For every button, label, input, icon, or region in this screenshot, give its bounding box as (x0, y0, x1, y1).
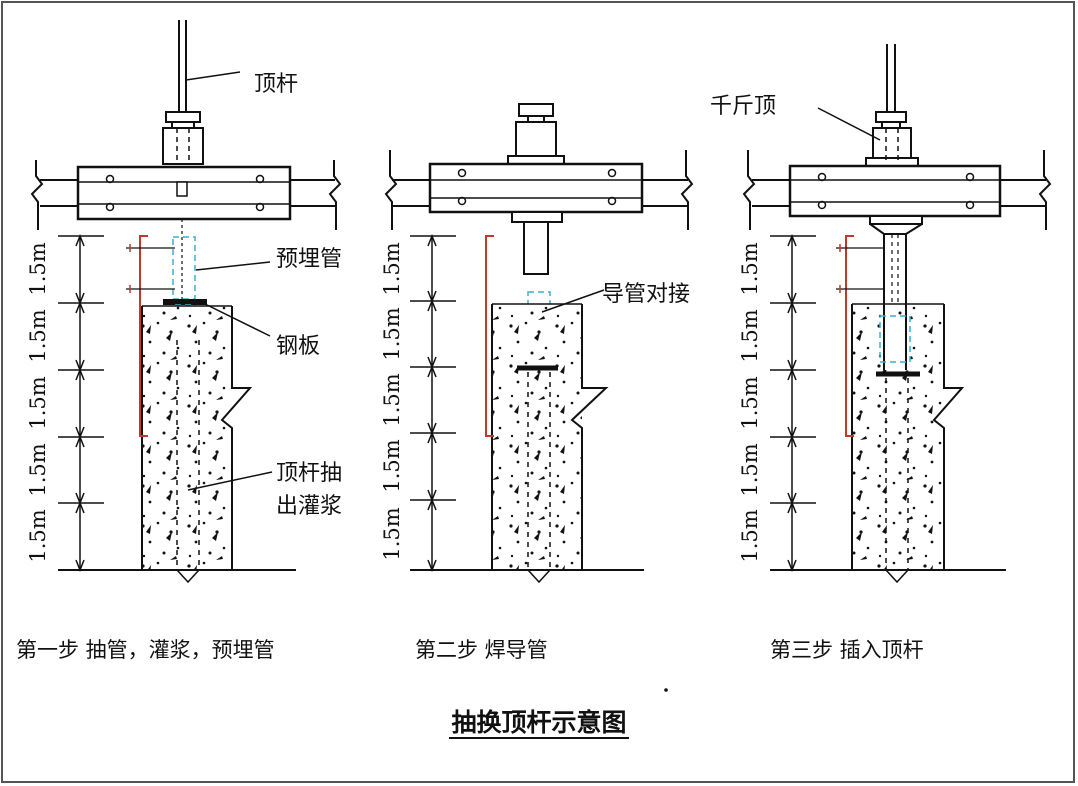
step-2-caption: 第二步 焊导管 (415, 638, 548, 662)
label-steel-plate: 钢板 (276, 334, 321, 359)
dim-label: 1.5m (26, 309, 50, 363)
dim-label: 1.5m (26, 443, 50, 497)
dim-label: 1.5m (738, 309, 762, 363)
label-embedded-pipe: 预埋管 (276, 247, 343, 272)
label-conduit-joint: 导管对接 (602, 282, 691, 307)
dim-label: 1.5m (26, 376, 50, 430)
dim-label: 1.5m (26, 509, 50, 563)
panel-step-1 (30, 20, 342, 584)
dim-label: 1.5m (738, 443, 762, 497)
dim-label: 1.5m (26, 242, 50, 296)
label-jack: 千斤顶 (710, 94, 777, 119)
label-pull-grout-2: 出灌浆 (276, 494, 343, 519)
dim-label: 1.5m (380, 439, 404, 493)
diagram-title: 抽换顶杆示意图 (0, 703, 1078, 739)
dim-label: 1.5m (380, 242, 404, 296)
dim-label: 1.5m (738, 376, 762, 430)
step-1-caption: 第一步 抽管，灌浆，预埋管 (16, 638, 275, 662)
panel-step-2 (384, 103, 694, 584)
dim-label: 1.5m (380, 373, 404, 427)
dim-label: 1.5m (738, 242, 762, 296)
label-top-rod: 顶杆 (254, 72, 299, 97)
dim-label: 1.5m (380, 507, 404, 561)
diagram-title-text: 抽换顶杆示意图 (449, 708, 629, 739)
step-3-caption: 第三步 插入顶杆 (770, 638, 924, 662)
dim-label: 1.5m (380, 307, 404, 361)
dim-label: 1.5m (738, 509, 762, 563)
panel-step-3 (742, 44, 1052, 584)
label-pull-grout-1: 顶杆抽 (276, 461, 343, 486)
